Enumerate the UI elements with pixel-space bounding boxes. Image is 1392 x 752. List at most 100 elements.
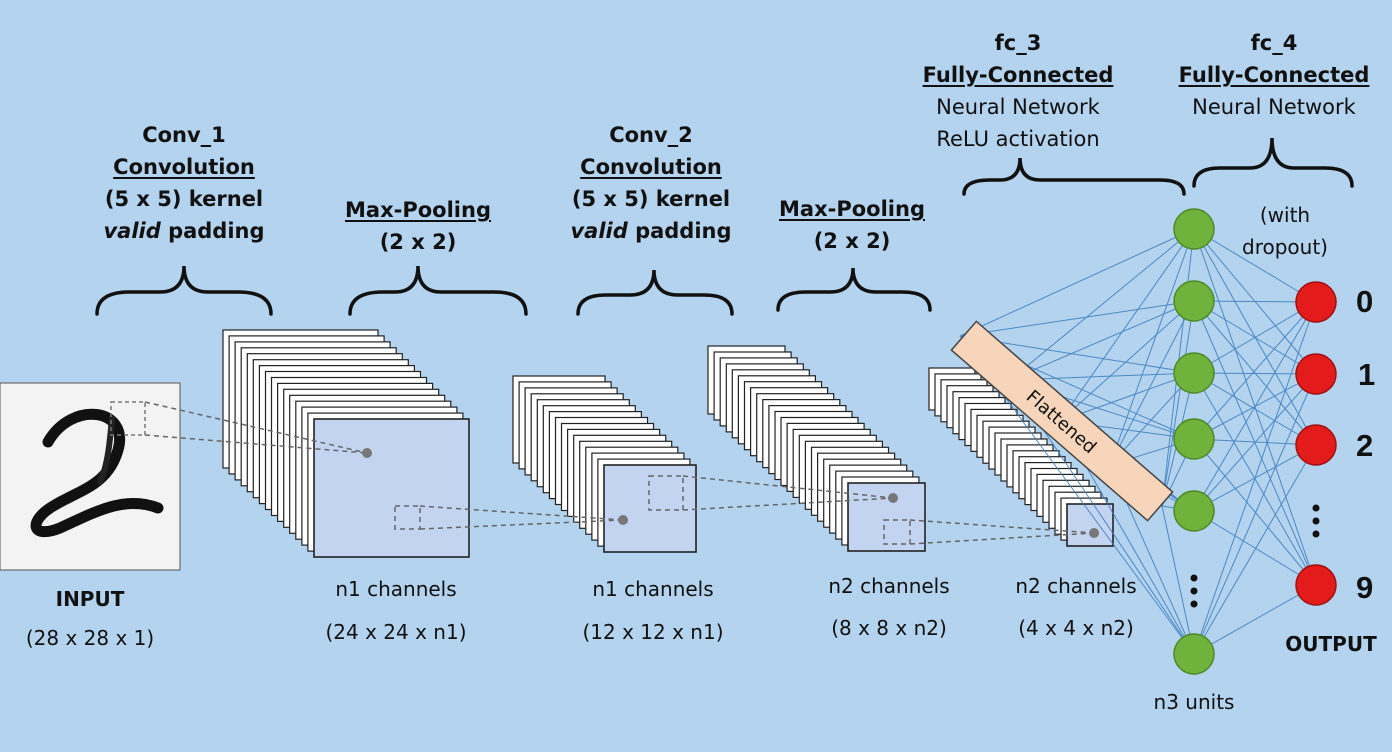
fc3-line2: ReLU activation xyxy=(936,127,1100,151)
feature-map-front xyxy=(313,418,470,558)
hidden-node xyxy=(1173,633,1215,675)
fc3-name: fc_3 xyxy=(994,31,1042,55)
fc4-type: Fully-Connected xyxy=(1178,63,1370,87)
output-node xyxy=(1295,424,1337,466)
connection-line xyxy=(1109,228,1195,466)
connection-line xyxy=(1193,301,1317,440)
connection-line xyxy=(1193,301,1317,512)
brace-pool1 xyxy=(348,265,528,316)
connection-line xyxy=(959,228,1195,337)
input-title: INPUT xyxy=(55,587,125,611)
dropout-note-line1: (with xyxy=(1259,203,1311,227)
connection-line xyxy=(1193,510,1317,586)
output-node xyxy=(1295,564,1337,606)
feature-map-front xyxy=(847,482,926,552)
brace-conv2 xyxy=(576,269,734,316)
pool2-type: Max-Pooling xyxy=(779,197,925,221)
feature-map-stacks xyxy=(222,329,1114,558)
conv2-label: Conv_2 Convolution (5 x 5) kernel valid … xyxy=(551,119,751,247)
connection-line xyxy=(1193,584,1317,655)
input-image xyxy=(0,382,181,571)
brace-fc3 xyxy=(962,157,1186,196)
hidden-layer-nodes xyxy=(1173,208,1215,675)
feature-map-front xyxy=(603,464,697,553)
pool1-type: Max-Pooling xyxy=(345,198,491,222)
pool1-size: (2 x 2) xyxy=(379,230,457,254)
connection-line xyxy=(1109,300,1195,466)
conv1-type: Convolution xyxy=(113,155,255,179)
conv1-label: Conv_1 Convolution (5 x 5) kernel valid … xyxy=(84,119,284,247)
connection-line xyxy=(1193,372,1317,446)
hidden-node xyxy=(1173,352,1215,394)
connection-line xyxy=(1193,373,1317,655)
receptive-field-lines xyxy=(144,401,1095,545)
layer-braces xyxy=(95,137,1354,316)
pool1-out-dims: (12 x 12 x n1) xyxy=(582,620,724,644)
conv2-padding-em: valid xyxy=(570,219,628,243)
conv2-out-title: n2 channels xyxy=(828,574,950,598)
receptive-field-dots xyxy=(362,448,1099,538)
fc3-type: Fully-Connected xyxy=(922,63,1114,87)
output-digit-9: 9 xyxy=(1356,570,1374,605)
pool2-size: (2 x 2) xyxy=(813,229,891,253)
output-digit-1: 1 xyxy=(1358,357,1376,392)
conv1-out-title: n1 channels xyxy=(335,577,457,601)
connection-line xyxy=(1193,438,1317,586)
pool2-stack xyxy=(928,367,1114,547)
fc4-line1: Neural Network xyxy=(1192,95,1356,119)
input-dims: (28 x 28 x 1) xyxy=(25,626,155,650)
conv1-padding-rest: padding xyxy=(160,219,265,243)
dropout-note: (with dropout) xyxy=(1220,199,1350,263)
hidden-node xyxy=(1173,208,1215,250)
pool2-label: Max-Pooling (2 x 2) xyxy=(752,193,952,257)
conv2-out-dims: (8 x 8 x n2) xyxy=(831,616,947,640)
connection-line xyxy=(1193,444,1317,655)
connection-line xyxy=(1193,301,1317,374)
pool1-out-title: n1 channels xyxy=(592,577,714,601)
fc3-label: fc_3 Fully-Connected Neural Network ReLU… xyxy=(908,27,1128,155)
fc3-line1: Neural Network xyxy=(936,95,1100,119)
dropout-note-line2: dropout) xyxy=(1242,235,1328,259)
fc4-name: fc_4 xyxy=(1250,31,1298,55)
conv1-padding-em: valid xyxy=(103,219,161,243)
connection-line xyxy=(959,300,1195,337)
connection-line xyxy=(1059,228,1195,422)
conv2-type: Convolution xyxy=(580,155,722,179)
output-layer-nodes xyxy=(1295,281,1337,606)
connection-line xyxy=(1009,228,1195,381)
output-digit-2: 2 xyxy=(1356,428,1374,463)
connection-line xyxy=(1161,505,1195,655)
conv1-padding: valid padding xyxy=(84,215,284,247)
brace-fc4 xyxy=(1192,137,1354,188)
conv2-padding: valid padding xyxy=(551,215,751,247)
conv2-stack xyxy=(707,345,926,552)
output-caption: OUTPUT xyxy=(1285,632,1377,656)
hidden-units-caption: n3 units xyxy=(1153,690,1235,714)
conv2-kernel: (5 x 5) kernel xyxy=(571,187,731,211)
hidden-node xyxy=(1173,280,1215,322)
pool1-label: Max-Pooling (2 x 2) xyxy=(318,194,518,258)
hidden-node xyxy=(1173,490,1215,532)
feature-map-front xyxy=(1066,503,1114,547)
connection-line xyxy=(1193,373,1317,512)
output-node xyxy=(1295,353,1337,395)
brace-pool2 xyxy=(776,267,932,312)
conv1-stack xyxy=(222,329,470,558)
pool2-out-dims: (4 x 4 x n2) xyxy=(1018,616,1134,640)
connection-line xyxy=(1193,228,1317,303)
pool1-stack xyxy=(512,375,697,553)
conv2-name: Conv_2 xyxy=(609,123,693,147)
hidden-node xyxy=(1173,418,1215,460)
connection-line xyxy=(1059,300,1195,422)
output-digit-0: 0 xyxy=(1356,284,1374,319)
ellipsis-dots xyxy=(1190,504,1320,608)
pool2-out-title: n2 channels xyxy=(1015,574,1137,598)
conv1-kernel: (5 x 5) kernel xyxy=(104,187,264,211)
output-node xyxy=(1295,281,1337,323)
connection-line xyxy=(1161,300,1195,507)
conv2-padding-rest: padding xyxy=(627,219,732,243)
connection-line xyxy=(1193,301,1317,655)
brace-conv1 xyxy=(95,265,273,316)
